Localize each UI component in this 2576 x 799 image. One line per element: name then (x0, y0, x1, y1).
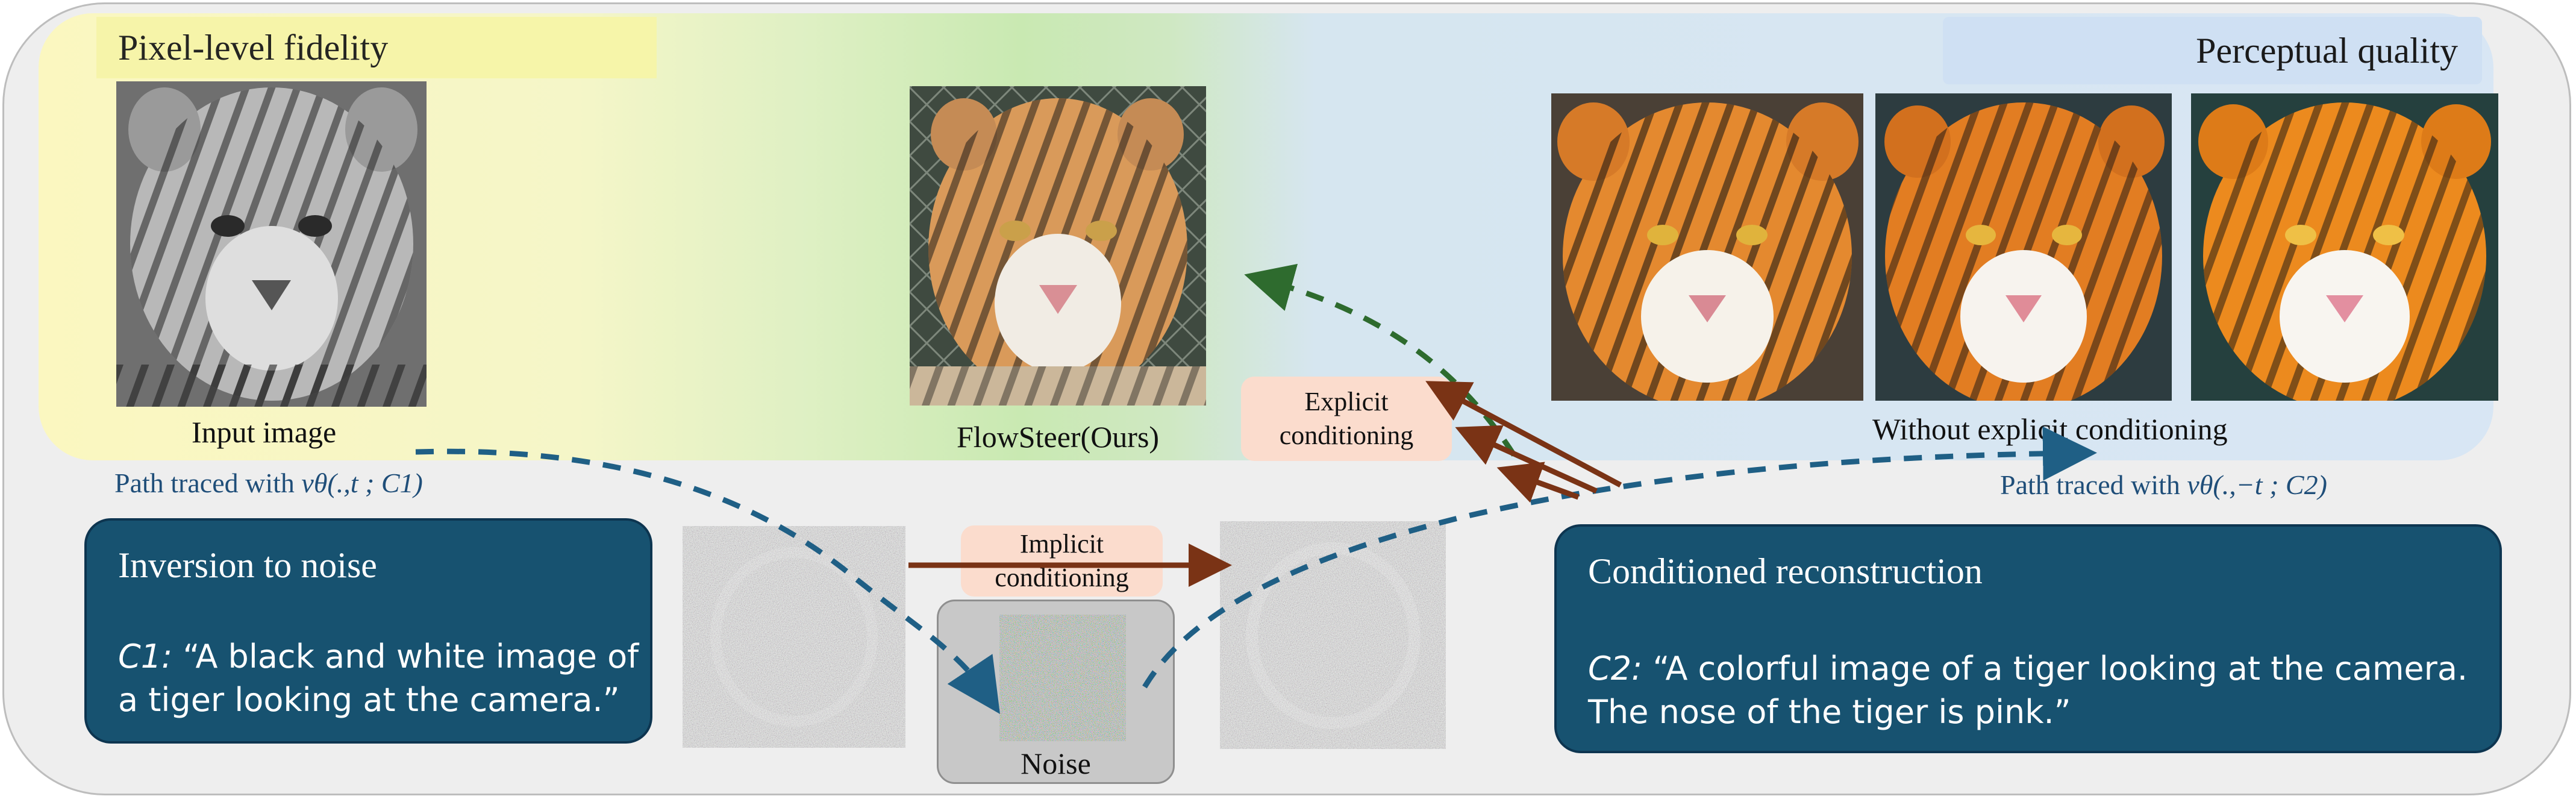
reconstruction-prompt-label: C2: (1588, 650, 1643, 688)
path-caption-right-formula: vθ(.,−t ; C2) (2187, 469, 2327, 500)
path-caption-left-prefix: Path traced with (114, 468, 302, 498)
implicit-conditioning-label: Implicit conditioning (961, 525, 1163, 597)
inversion-prompt-line2: a tiger looking at the camera.” (118, 681, 620, 719)
perceptual-quality-label-box: Perceptual quality (1943, 17, 2482, 84)
implicit-conditioning-line1: Implicit (1019, 529, 1104, 559)
noise-panel: Noise (937, 600, 1175, 784)
explicit-conditioning-label: Explicit conditioning (1241, 377, 1452, 461)
perceptual-quality-label: Perceptual quality (2196, 30, 2458, 70)
pixel-fidelity-label: Pixel-level fidelity (118, 27, 389, 67)
inversion-title: Inversion to noise (118, 545, 377, 585)
reconstruction-title: Conditioned reconstruction (1588, 551, 1983, 591)
pure-noise-image (999, 615, 1126, 741)
inversion-prompt-label: C1: (118, 638, 173, 675)
noise-caption: Noise (1021, 747, 1091, 780)
path-caption-right-prefix: Path traced with (2000, 469, 2187, 500)
perceptual-image-3 (2191, 93, 2498, 401)
noisy-latent-left-image (683, 526, 905, 748)
flowsteer-caption: FlowSteer(Ours) (957, 420, 1160, 454)
reconstruction-prompt: C2: “A colorful image of a tiger looking… (1588, 647, 2468, 734)
reconstruction-prompt-line2: The nose of the tiger is pink.” (1588, 693, 2071, 731)
input-image (116, 81, 427, 407)
implicit-conditioning-line2: conditioning (995, 563, 1129, 592)
inversion-to-noise-box: Inversion to noise C1: “A black and whit… (84, 518, 652, 744)
inversion-prompt: C1: “A black and white image of a tiger … (118, 635, 639, 722)
input-image-caption: Input image (192, 415, 337, 449)
explicit-conditioning-line2: conditioning (1279, 421, 1414, 450)
path-caption-left: Path traced with vθ(.,t ; C1) (114, 467, 423, 499)
path-caption-left-formula: vθ(.,t ; C1) (301, 468, 423, 498)
conditioned-reconstruction-box: Conditioned reconstruction C2: “A colorf… (1554, 524, 2502, 753)
reconstruction-prompt-line1: “A colorful image of a tiger looking at … (1652, 650, 2468, 688)
without-explicit-caption: Without explicit conditioning (1872, 412, 2228, 446)
flowsteer-output-image (910, 86, 1206, 406)
inversion-prompt-line1: “A black and white image of (183, 638, 639, 675)
noisy-latent-right-image (1220, 521, 1446, 749)
perceptual-image-2 (1875, 93, 2172, 401)
explicit-conditioning-line1: Explicit (1304, 387, 1389, 416)
perceptual-image-1 (1551, 93, 1863, 401)
pixel-fidelity-label-box: Pixel-level fidelity (96, 17, 657, 78)
path-caption-right: Path traced with vθ(.,−t ; C2) (2000, 469, 2327, 501)
